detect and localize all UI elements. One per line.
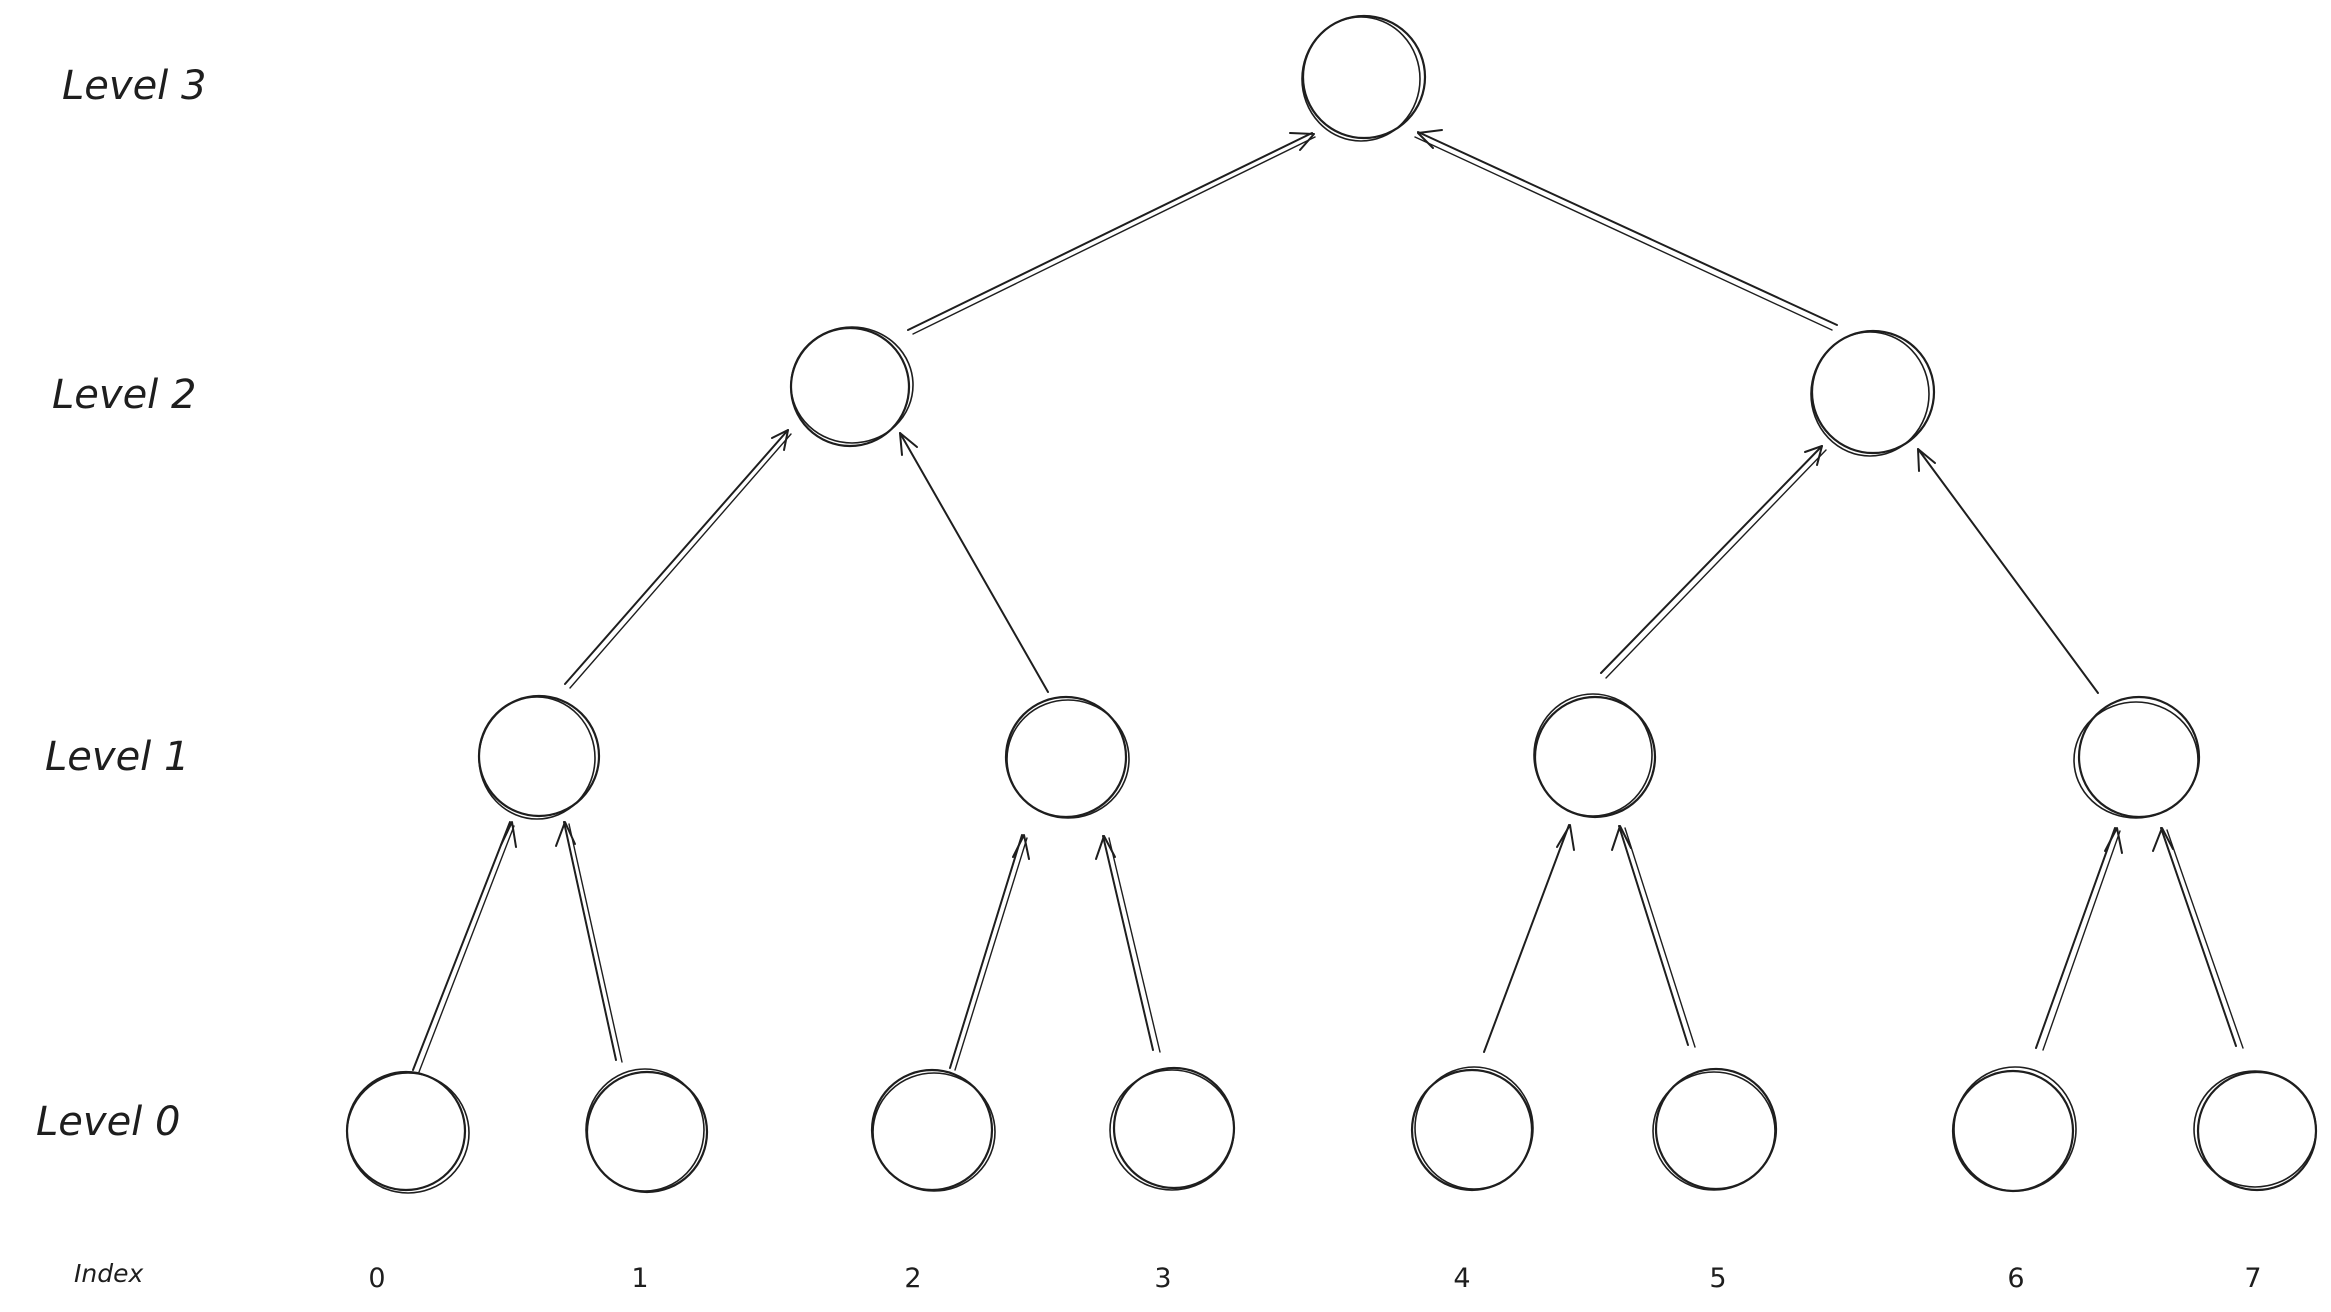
edge-l1c-to-l2b xyxy=(1600,445,1827,679)
index-value-4: 4 xyxy=(1453,1263,1470,1294)
tree-node-level-0-2 xyxy=(870,1068,996,1192)
tree-node-level-0-6 xyxy=(1951,1066,2077,1193)
edge-l1b-to-l2a xyxy=(899,432,1049,693)
tree-node-level-1-1 xyxy=(1004,695,1130,819)
edge-l0-7-to-l1d xyxy=(2152,827,2244,1049)
tree-node-level-1-2 xyxy=(1533,693,1657,819)
level-3-label: Level 3 xyxy=(62,63,206,109)
tree-node-level-0-5 xyxy=(1652,1067,1778,1191)
edge-l0-0-to-l1a xyxy=(412,821,517,1073)
level-0-label: Level 0 xyxy=(36,1099,180,1145)
edge-l0-4-to-l1c xyxy=(1483,824,1575,1053)
edge-l0-3-to-l1b xyxy=(1095,835,1161,1053)
level-1-label: Level 1 xyxy=(45,734,189,780)
index-value-6: 6 xyxy=(2007,1263,2024,1294)
tree-node-level-2-right xyxy=(1810,329,1936,457)
index-caption: Index xyxy=(74,1259,143,1288)
tree-node-level-0-4 xyxy=(1410,1066,1534,1192)
index-value-5: 5 xyxy=(1709,1263,1726,1294)
edge-l0-1-to-l1a xyxy=(555,821,623,1063)
index-value-3: 3 xyxy=(1154,1263,1171,1294)
tree-node-level-1-3 xyxy=(2073,695,2201,819)
tree-node-level-0-3 xyxy=(1109,1066,1236,1191)
index-value-7: 7 xyxy=(2244,1263,2261,1294)
level-2-label: Level 2 xyxy=(52,372,196,418)
edge-l0-6-to-l1d xyxy=(2035,827,2123,1051)
edge-l2b-to-root xyxy=(1414,129,1838,331)
index-value-1: 1 xyxy=(631,1263,648,1294)
edge-l1a-to-l2a xyxy=(564,429,792,689)
edge-l2a-to-root xyxy=(907,132,1316,335)
tree-node-level-0-7 xyxy=(2193,1070,2318,1192)
edge-l0-2-to-l1b xyxy=(949,834,1030,1071)
tree-node-level-2-left xyxy=(789,326,914,448)
tree-node-level-0-0 xyxy=(345,1070,470,1194)
edge-l0-5-to-l1c xyxy=(1611,825,1696,1048)
tree-node-level-0-1 xyxy=(585,1068,709,1194)
tree-node-level-3-root xyxy=(1301,14,1427,142)
edge-l1d-to-l2b xyxy=(1917,448,2099,694)
index-value-2: 2 xyxy=(904,1263,921,1294)
tree-node-level-1-0 xyxy=(477,694,601,820)
index-value-0: 0 xyxy=(368,1263,385,1294)
